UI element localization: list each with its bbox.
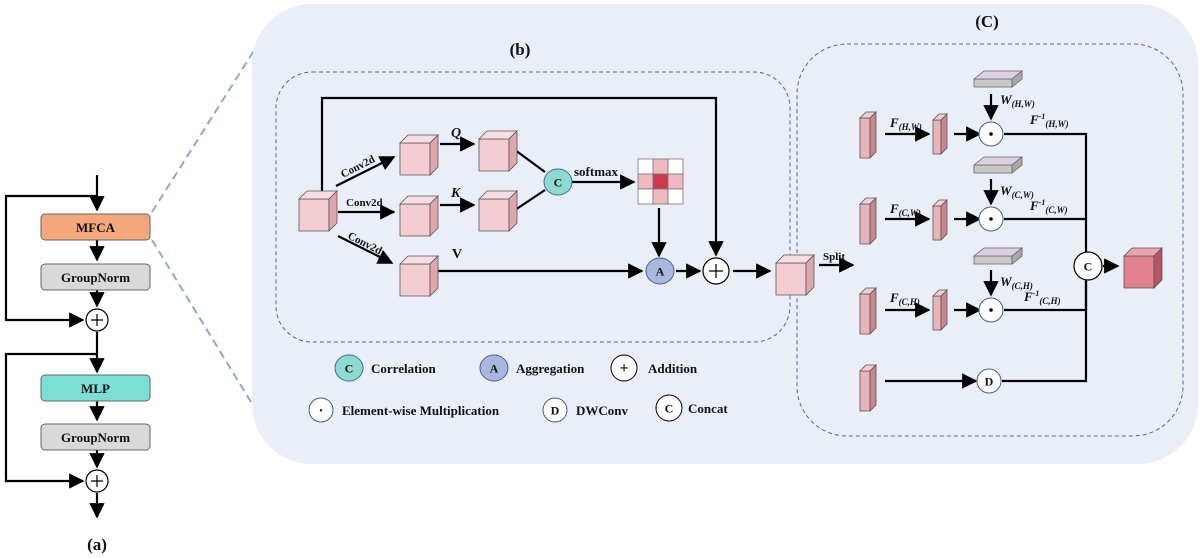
groupnorm-label-2: GroupNorm [61, 430, 130, 445]
svg-text:C: C [665, 402, 674, 416]
svg-text:F-1(C,W): F-1(C,W) [1029, 198, 1068, 215]
svg-text:F(C,W): F(C,W) [889, 201, 921, 218]
svg-text:A: A [490, 362, 499, 376]
legend-dwconv-label: DWConv [576, 403, 629, 418]
svg-text:F-1(H,W): F-1(H,W) [1029, 112, 1069, 129]
conv2d-label-2: Conv2d [346, 197, 383, 209]
concat-node: C [1073, 251, 1103, 281]
svg-text:D: D [551, 404, 560, 418]
weight-hw [973, 70, 1023, 88]
svg-text:C: C [1084, 260, 1093, 274]
panel-c-arrows [819, 94, 1120, 389]
v-label: V [452, 247, 462, 262]
svg-text:F(H,W): F(H,W) [889, 115, 922, 132]
legend-aggregation-icon [479, 354, 509, 382]
panel-c-frame [796, 43, 1184, 437]
zoom-line-top [151, 37, 263, 213]
aggregation-node: A [645, 257, 675, 285]
svg-text:W(H,W): W(H,W) [1000, 92, 1035, 109]
legend-addition-label: Addition [648, 361, 698, 376]
panel-b-arrows [320, 96, 772, 279]
legend-concat-label: Concat [688, 401, 728, 416]
conv-v-cube [399, 255, 439, 297]
legend-multiplication-icon [308, 397, 334, 423]
mlp-label: MLP [81, 381, 110, 396]
svg-text:W(C,W): W(C,W) [1000, 183, 1034, 200]
caption-b: (b) [510, 40, 531, 59]
k-cube [478, 190, 518, 232]
detail-panel-background [252, 4, 1198, 464]
conv-k-cube [399, 195, 439, 237]
mfca-box [40, 213, 151, 241]
legend-correlation-icon [334, 354, 364, 382]
fourier-label-2: F(C,W) W(C,W) F-1(C,W) [889, 183, 1068, 218]
weight-ch [973, 247, 1023, 265]
fourier-label-1: F(H,W) W(H,W) F-1(H,W) [889, 92, 1069, 132]
q-label: Q [451, 126, 461, 141]
groupnorm-box-2 [40, 423, 151, 451]
caption-a: (a) [87, 535, 107, 554]
fft-feature-2 [932, 199, 948, 241]
legend-concat-icon [655, 394, 683, 422]
split-feature-2 [859, 197, 877, 245]
fft-feature-3 [932, 289, 948, 331]
groupnorm-box-1 [40, 263, 151, 291]
weight-cw [973, 156, 1023, 174]
svg-text:W(C,H): W(C,H) [1000, 274, 1033, 291]
svg-text:·: · [318, 403, 323, 419]
svg-text:A: A [656, 265, 665, 279]
legend-correlation-label: Correlation [371, 361, 437, 376]
svg-text:C: C [345, 362, 354, 376]
addition-node-2 [85, 469, 109, 493]
k-label: K [450, 186, 462, 201]
panel-b-frame [275, 71, 791, 343]
legend: C Correlation A Aggregation + Addition ·… [308, 354, 728, 423]
split-feature-4 [859, 364, 877, 412]
mfca-label: MFCA [76, 220, 116, 235]
split-feature-3 [859, 287, 877, 335]
zoom-line-bottom [151, 239, 263, 421]
caption-c: (C) [975, 12, 999, 31]
split-label: Split [823, 251, 845, 263]
q-cube [478, 130, 518, 172]
legend-aggregation-label: Aggregation [516, 361, 585, 376]
panel-a [4, 175, 105, 519]
svg-text:F-1(C,H): F-1(C,H) [1023, 289, 1061, 306]
legend-addition-icon [610, 354, 638, 382]
mlp-box [40, 374, 151, 402]
attention-output-cube [775, 254, 815, 296]
fourier-label-3: F(C,H) W(C,H) F-1(C,H) [889, 274, 1061, 307]
svg-text:D: D [985, 375, 994, 389]
correlation-node: C [543, 168, 573, 196]
svg-text:F(C,H): F(C,H) [889, 290, 920, 307]
svg-text:+: + [619, 360, 628, 377]
legend-dwconv-icon [542, 397, 568, 423]
addition-node-1 [85, 308, 109, 332]
mult-node-2 [978, 206, 1004, 232]
softmax-label: softmax [574, 164, 619, 179]
residual-addition-node [702, 257, 730, 285]
attention-map-grid [637, 158, 684, 205]
mult-node-1 [978, 121, 1004, 147]
fft-feature-1 [932, 113, 948, 155]
split-feature-1 [859, 111, 877, 159]
svg-text:C: C [554, 176, 563, 190]
output-cube [1123, 247, 1163, 289]
conv-q-cube [399, 134, 439, 176]
legend-multiplication-label: Element-wise Multiplication [342, 403, 500, 418]
input-cube [298, 190, 338, 232]
mult-node-3 [978, 297, 1004, 323]
dwconv-node: D [976, 368, 1002, 394]
groupnorm-label-1: GroupNorm [61, 270, 130, 285]
